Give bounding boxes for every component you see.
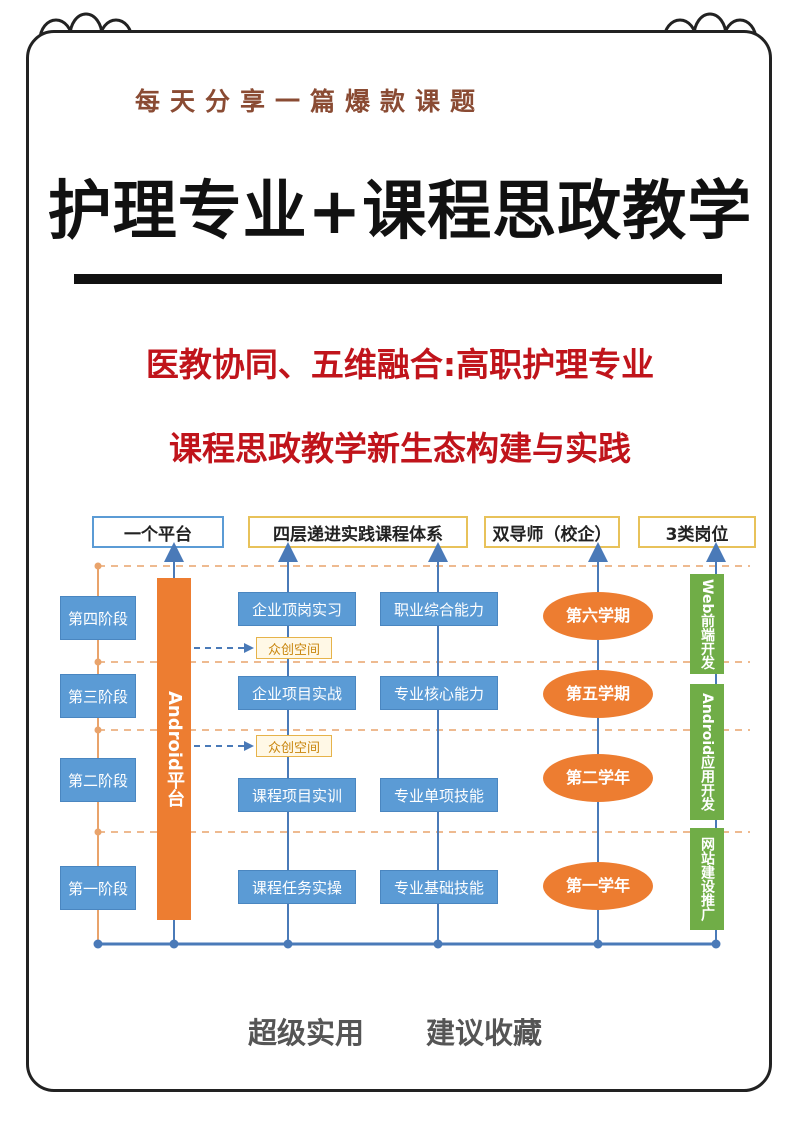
page-title: 护理专业+课程思政教学: [47, 175, 753, 249]
page-frame: [26, 30, 772, 1092]
practice-item-4: 企业顶岗实习: [238, 592, 356, 626]
stage-box-1: 第一阶段: [60, 866, 136, 910]
job-bar-android: Android应用开发: [690, 684, 724, 820]
stage-box-3: 第三阶段: [60, 674, 136, 718]
stage-separators: [98, 565, 750, 833]
footer-right: 建议收藏: [426, 1016, 543, 1050]
job-bar-web: Web前端开发: [690, 574, 724, 674]
practice-item-2: 课程项目实训: [238, 778, 356, 812]
column-header-platform: 一个平台: [92, 516, 224, 548]
incubator-tag-upper: 众创空间: [256, 637, 332, 659]
term-oval-2: 第二学年: [543, 754, 653, 802]
ability-item-1: 专业基础技能: [380, 870, 498, 904]
practice-item-1: 课程任务实操: [238, 870, 356, 904]
subtitle-line-2: 课程思政教学新生态构建与实践: [169, 429, 631, 468]
subtitle-line-1: 医教协同、五维融合:高职护理专业: [145, 345, 655, 384]
term-oval-1: 第一学年: [543, 862, 653, 910]
stage-box-4: 第四阶段: [60, 596, 136, 640]
column-header-positions: 3类岗位: [638, 516, 756, 548]
ability-item-2: 专业单项技能: [380, 778, 498, 812]
platform-label: Android平台: [164, 691, 185, 807]
stage-box-2: 第二阶段: [60, 758, 136, 802]
title-divider: [74, 274, 722, 284]
term-oval-4: 第六学期: [543, 592, 653, 640]
practice-item-3: 企业项目实战: [238, 676, 356, 710]
incubator-tag-lower: 众创空间: [256, 735, 332, 757]
ability-item-4: 职业综合能力: [380, 592, 498, 626]
platform-bar: Android平台: [157, 578, 191, 920]
term-oval-3: 第五学期: [543, 670, 653, 718]
ability-item-3: 专业核心能力: [380, 676, 498, 710]
footer-left: 超级实用: [248, 1016, 365, 1050]
tagline: 每天分享一篇爆款课题: [134, 87, 485, 116]
job-bar-website: 网站建设推广: [690, 828, 724, 930]
